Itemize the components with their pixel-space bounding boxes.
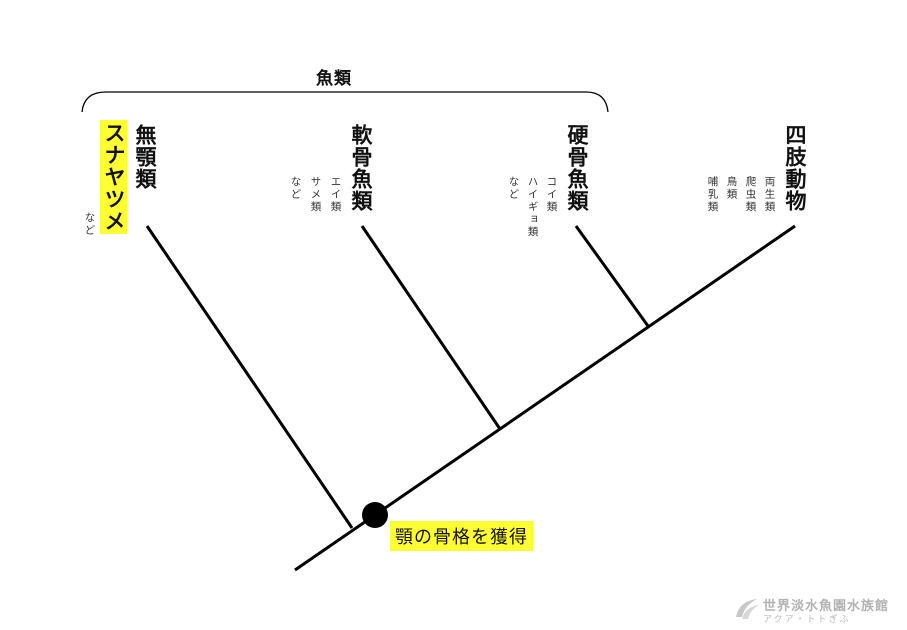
fish-bracket (81, 91, 609, 113)
wave-logo-icon (736, 599, 759, 619)
bony-example-1: コイ類 (545, 176, 558, 214)
jawless-title: 無顎類 (133, 124, 157, 190)
jawless-example-highlight: スナヤツメ (100, 120, 127, 234)
bony-branch-line (574, 225, 650, 327)
logo-subtitle: アクア・トトぎふ (763, 615, 851, 625)
tetrapods-title: 四肢動物 (783, 124, 807, 212)
jawless-branch-line (145, 225, 354, 529)
fish-group-label: 魚類 (316, 69, 352, 89)
tetrapods-example-4: 哺乳類 (706, 176, 719, 214)
bony-example-2: ハイギョ類 (526, 176, 539, 239)
tetrapods-example-1: 両生類 (763, 176, 776, 214)
bony-title: 硬骨魚類 (565, 124, 589, 212)
jawless-note: など (83, 212, 96, 237)
cartilaginous-example-1: エイ類 (329, 176, 342, 214)
cartilaginous-example-2: サメ類 (309, 176, 322, 214)
aquarium-logo: 世界淡水魚園水族館 アクア・トトぎふ (733, 595, 893, 625)
jaw-acquisition-node (362, 502, 388, 528)
jaw-acquisition-label: 顎の骨格を獲得 (390, 521, 533, 551)
cartilaginous-note: など (289, 176, 302, 201)
cartilaginous-title: 軟骨魚類 (349, 124, 373, 212)
bony-note: など (507, 176, 520, 201)
tetrapods-example-3: 鳥類 (725, 176, 738, 201)
logo-name: 世界淡水魚園水族館 (763, 599, 890, 614)
cartilaginous-branch-line (360, 225, 502, 430)
tetrapods-example-2: 爬虫類 (744, 176, 757, 214)
